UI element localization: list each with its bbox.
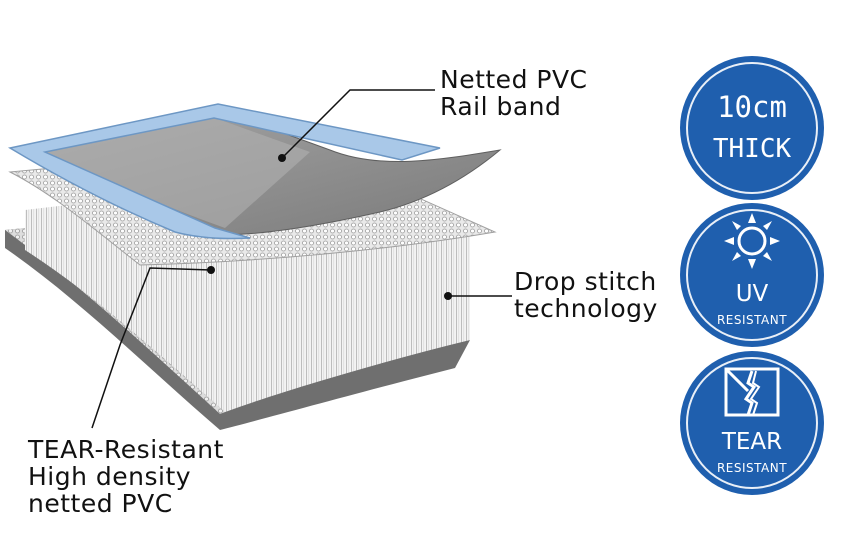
sun-icon <box>724 213 780 269</box>
callout-drop-stitch-line2: technology <box>514 294 658 323</box>
callout-tear-resistant-line2: High density <box>28 462 192 491</box>
badge-ring <box>686 62 818 194</box>
callout-tear-resistant-line1: TEAR-Resistant <box>28 435 224 464</box>
callout-rail-band-line2: Rail band <box>440 92 562 121</box>
torn-fabric-icon <box>724 367 780 417</box>
badge-ring <box>686 209 818 341</box>
callout-tear-resistant-line3: netted PVC <box>28 489 173 518</box>
callout-rail-band: Netted PVC Rail band <box>440 66 588 120</box>
thickness-badge: 10cm THICK <box>680 56 824 200</box>
tear-label: TEAR <box>721 429 783 455</box>
leader-line-rail-band <box>281 89 435 159</box>
uv-resistant-label: RESISTANT <box>716 313 788 327</box>
uv-badge: UV RESISTANT <box>680 203 824 347</box>
callout-rail-band-line1: Netted PVC <box>440 65 588 94</box>
uv-label: UV <box>735 281 769 307</box>
leader-line-tear-resistant <box>91 267 212 429</box>
badge-ring <box>686 357 818 489</box>
tear-badge: TEAR RESISTANT <box>680 351 824 495</box>
thickness-label: THICK <box>712 134 792 164</box>
thickness-value: 10cm <box>717 90 787 124</box>
tear-resistant-label: RESISTANT <box>716 461 788 475</box>
rail-band <box>7 103 441 240</box>
callout-drop-stitch-line1: Drop stitch <box>514 267 657 296</box>
callout-drop-stitch: Drop stitch technology <box>514 268 658 322</box>
callout-tear-resistant: TEAR-Resistant High density netted PVC <box>28 436 224 517</box>
